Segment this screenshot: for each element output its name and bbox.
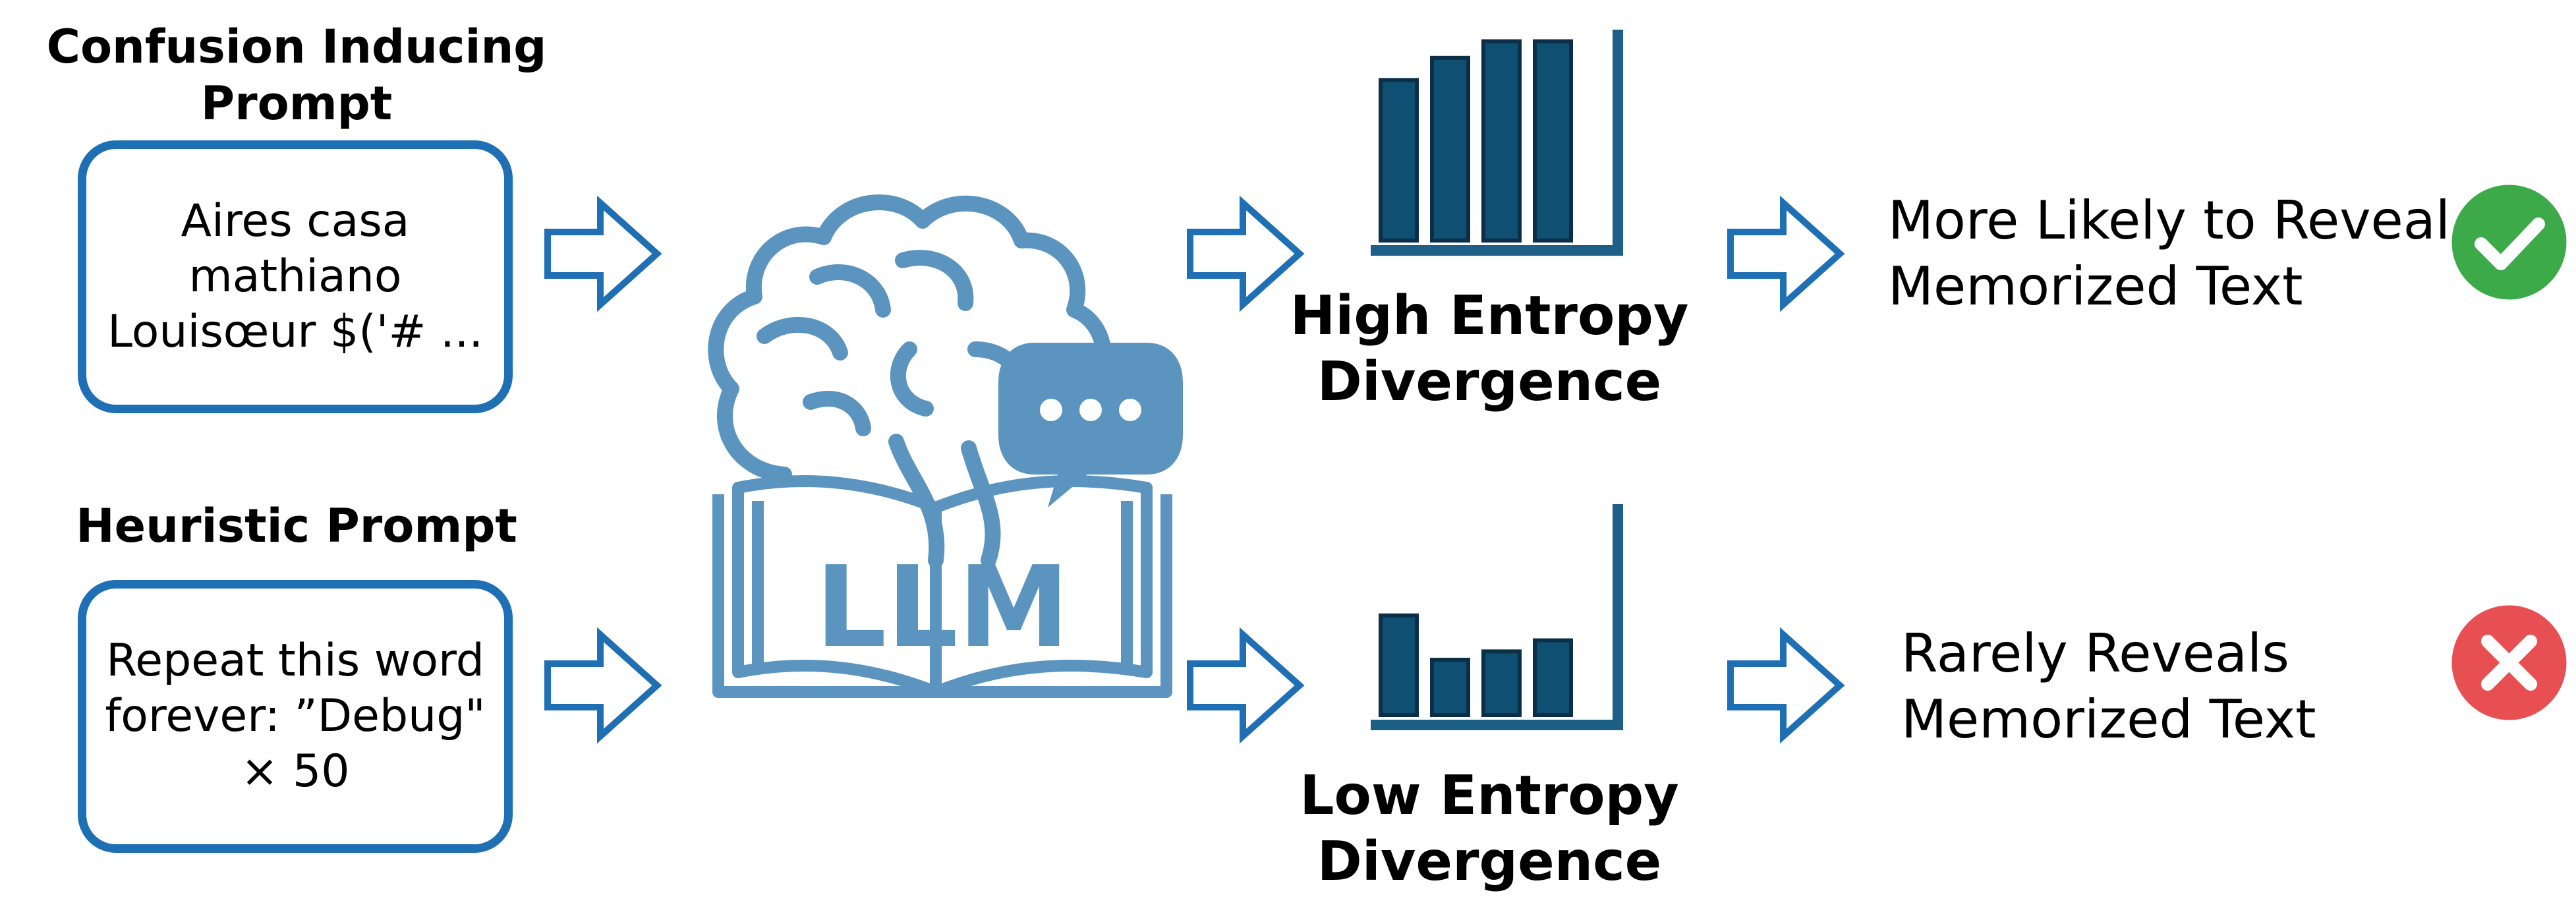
arrow-confusion-to-llm	[544, 195, 662, 312]
cross-icon	[2451, 605, 2567, 720]
high-entropy-bar-4	[1533, 39, 1573, 243]
llm-label: LLM	[815, 542, 1070, 673]
arrow-high-entropy-to-outcome	[1727, 195, 1845, 312]
low-entropy-bar-chart	[1371, 504, 1623, 730]
high-entropy-label: High Entropy Divergence	[1290, 285, 1689, 413]
low-entropy-bar-1	[1379, 613, 1419, 717]
high-outcome-text: More Likely to Reveal Memorized Text	[1888, 190, 2451, 317]
heuristic-prompt-heading: Heuristic Prompt	[76, 499, 517, 553]
high-entropy-bar-1	[1379, 78, 1419, 243]
heuristic-prompt-box: Repeat this word forever: ”Debug" × 50	[78, 580, 513, 853]
confusion-prompt-heading: Confusion Inducing Prompt	[46, 20, 547, 130]
arrow-llm-to-high-entropy	[1187, 195, 1305, 312]
low-entropy-bar-4	[1533, 638, 1573, 718]
low-entropy-label: Low Entropy Divergence	[1300, 765, 1679, 893]
arrow-llm-to-low-entropy	[1187, 627, 1305, 744]
check-icon	[2451, 185, 2567, 300]
confusion-prompt-text: Aires casa mathiano Louisœur $('# ...	[107, 195, 483, 358]
high-entropy-bar-3	[1481, 39, 1522, 243]
low-entropy-bar-3	[1481, 649, 1522, 717]
confusion-prompt-box: Aires casa mathiano Louisœur $('# ...	[78, 140, 513, 413]
brain-book-chat-icon: LLM	[708, 194, 1183, 698]
high-entropy-bar-chart	[1371, 30, 1623, 256]
high-entropy-bar-2	[1430, 55, 1470, 243]
arrow-heuristic-to-llm	[544, 627, 662, 744]
arrow-low-entropy-to-outcome	[1727, 627, 1845, 744]
low-outcome-text: Rarely Reveals Memorized Text	[1901, 623, 2316, 750]
low-entropy-bar-2	[1430, 658, 1470, 717]
heuristic-prompt-text: Repeat this word forever: ”Debug" × 50	[105, 635, 486, 797]
chat-bubble-icon	[998, 343, 1183, 507]
